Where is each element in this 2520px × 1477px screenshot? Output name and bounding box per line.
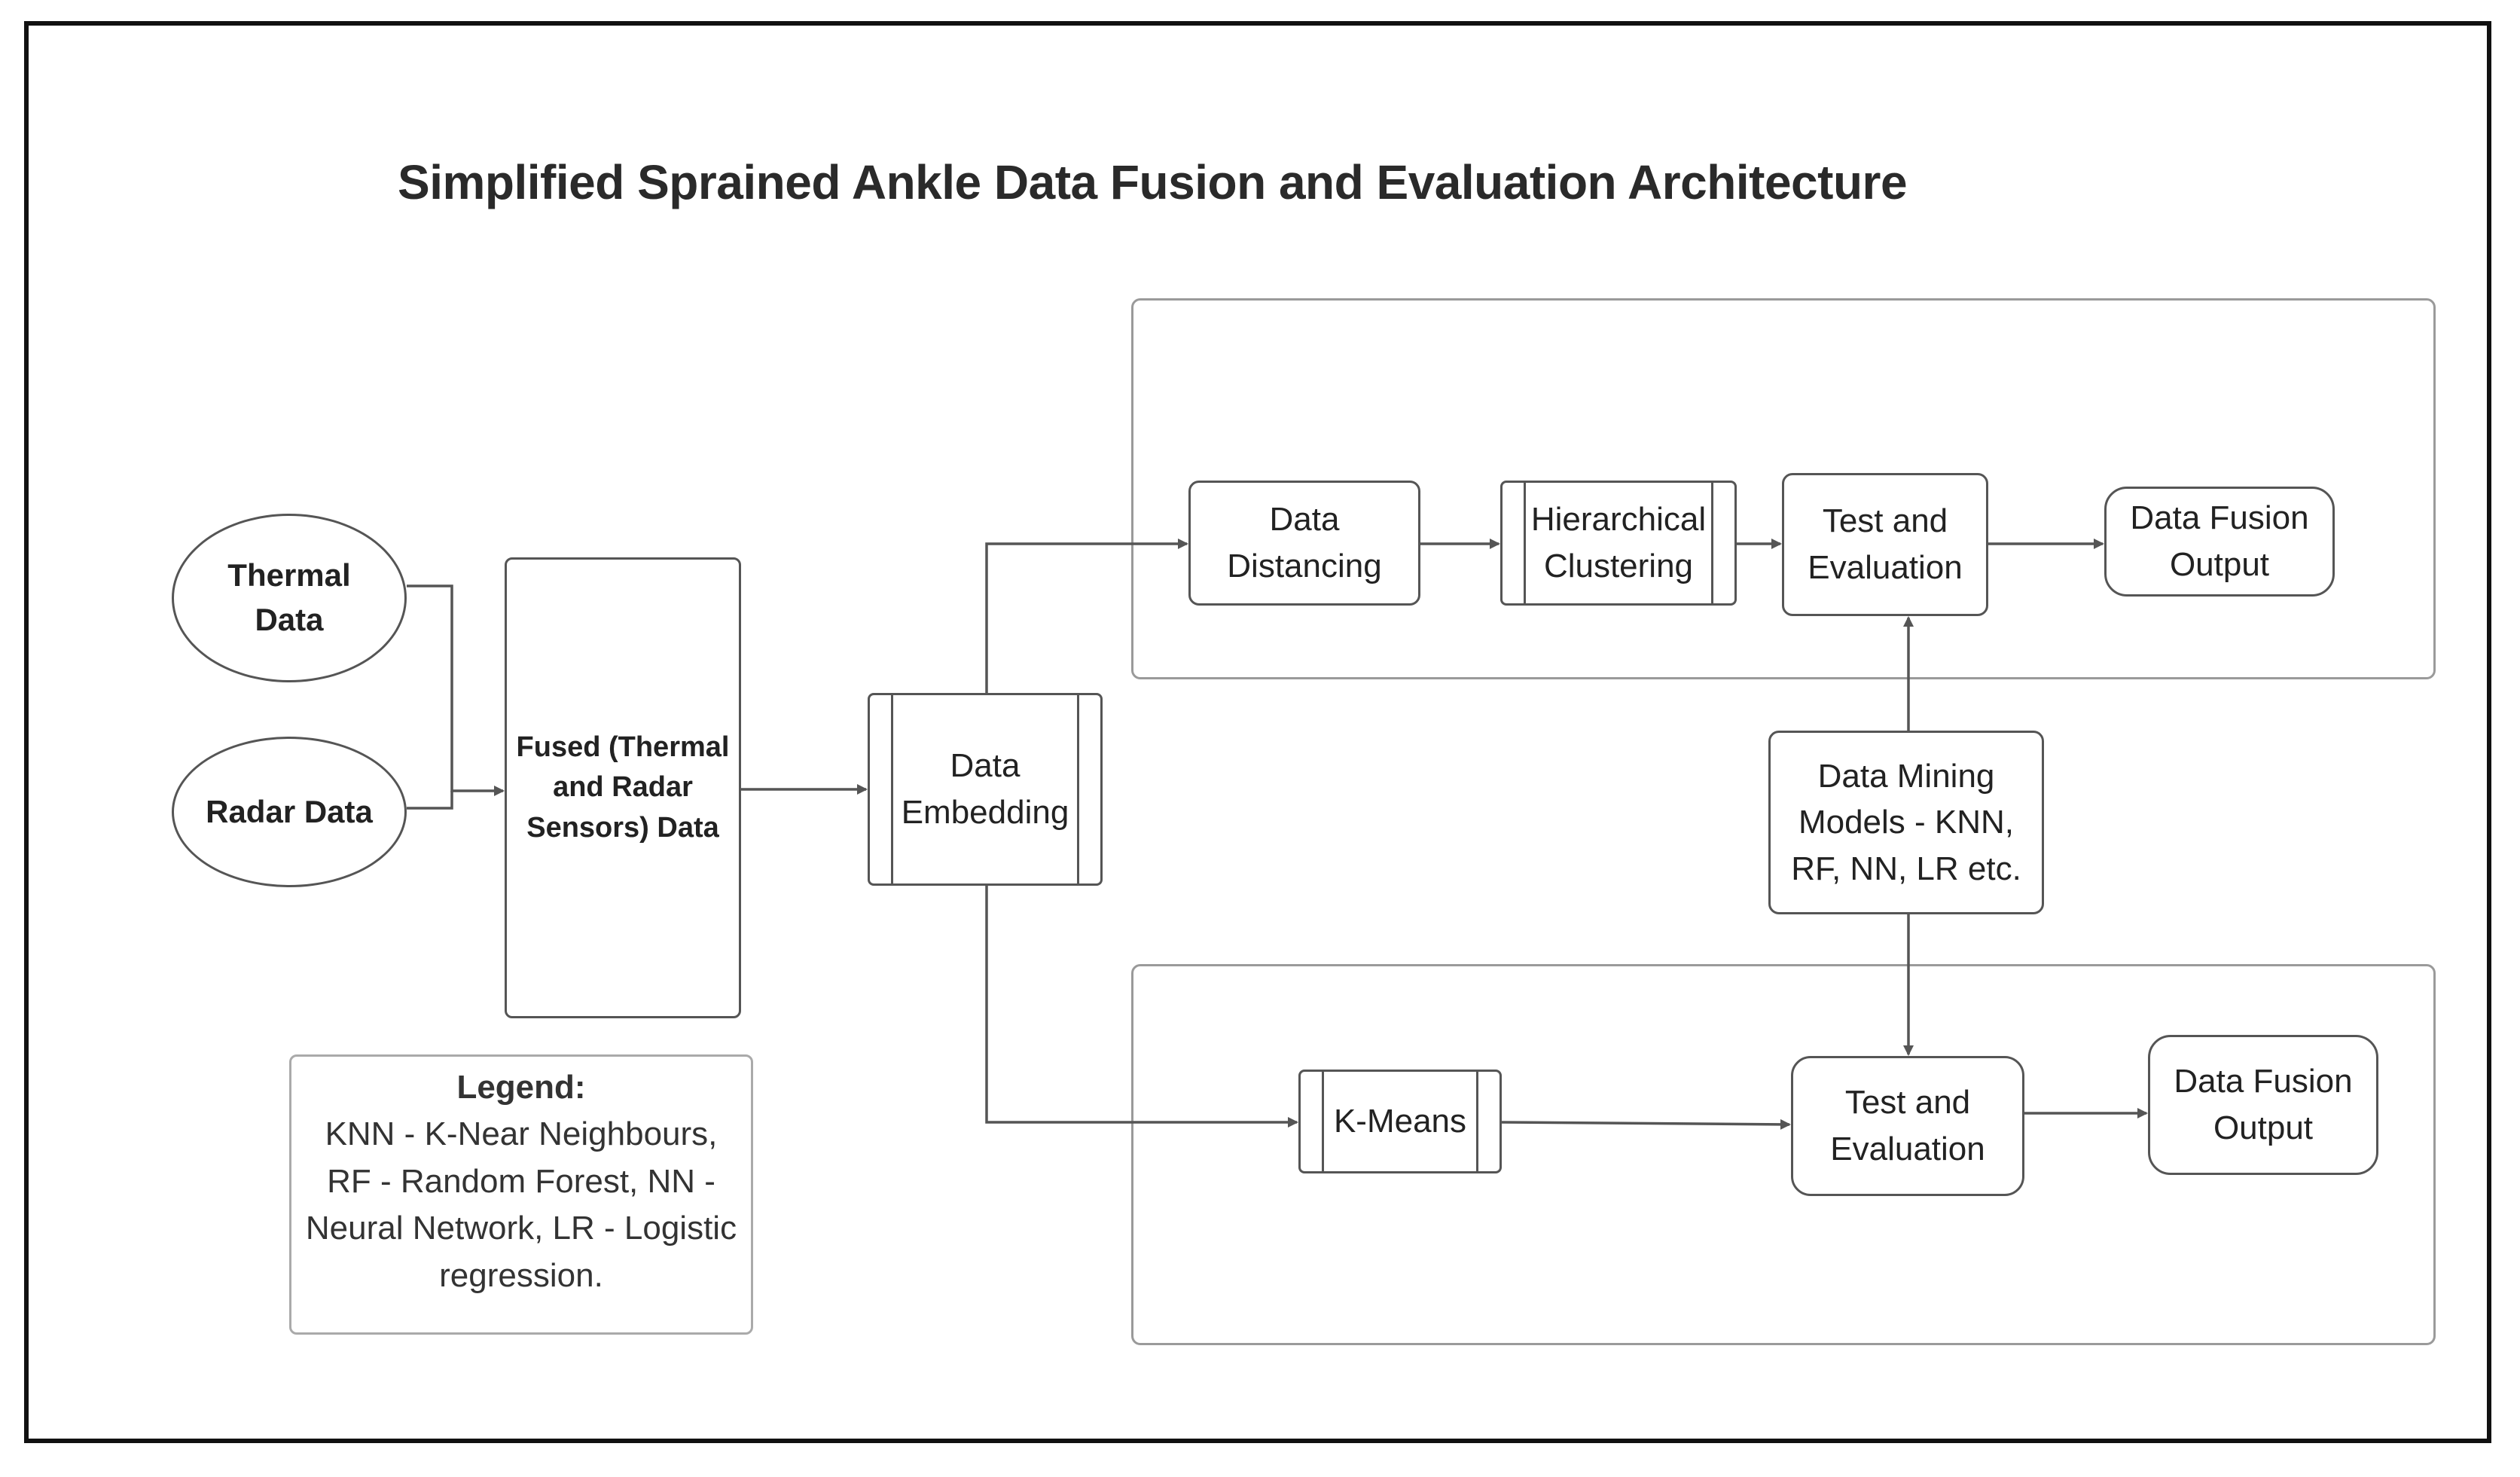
data-fusion-output-bottom-node: Data Fusion Output [2148,1035,2378,1175]
test-evaluation-top-label: Test and Evaluation [1808,502,1963,586]
data-mining-models-node: Data Mining Models - KNN, RF, NN, LR etc… [1768,731,2044,914]
legend-body: KNN - K-Near Neighbours, RF - Random For… [305,1115,737,1294]
fused-data-label: Fused (Thermal and Radar Sensors) Data [516,731,730,844]
edge-thermal-fused [407,584,505,796]
data-embedding-node: Data Embedding [868,693,1103,886]
edge-embedding-distancing [985,539,1188,694]
radar-data-label: Radar Data [206,793,373,829]
test-evaluation-bottom-node: Test and Evaluation [1791,1056,2024,1196]
data-distancing-node: Data Distancing [1188,481,1420,606]
test-evaluation-bottom-label: Test and Evaluation [1830,1084,1985,1167]
radar-data-node: Radar Data [172,737,407,887]
thermal-data-node: Thermal Data [172,514,407,682]
fused-data-node: Fused (Thermal and Radar Sensors) Data [505,557,741,1018]
edge-embedding-kmeans [985,886,1298,1128]
thermal-data-label: Thermal Data [227,557,351,637]
hierarchical-clustering-label: Hierarchical Clustering [1530,501,1707,584]
edge-radar-fused [407,791,453,810]
data-distancing-label: Data Distancing [1227,501,1382,584]
test-evaluation-top-node: Test and Evaluation [1782,473,1988,616]
outer-frame [24,21,2491,1443]
k-means-label: K-Means [1333,1103,1467,1140]
data-fusion-output-top-node: Data Fusion Output [2104,487,2335,597]
k-means-node: K-Means [1298,1070,1502,1173]
diagram-title: Simplified Sprained Ankle Data Fusion an… [398,155,1908,209]
data-mining-models-label: Data Mining Models - KNN, RF, NN, LR etc… [1791,757,2021,887]
data-embedding-label: Data Embedding [901,747,1069,831]
top-panel [1131,298,2436,679]
edge-kmeans-test-bottom [1501,1118,1791,1130]
data-fusion-output-bottom-label: Data Fusion Output [2174,1063,2353,1146]
legend-heading: Legend: [456,1069,586,1106]
data-fusion-output-top-label: Data Fusion Output [2130,499,2309,583]
legend-box: Legend: KNN - K-Near Neighbours, RF - Ra… [289,1054,753,1335]
hierarchical-clustering-node: Hierarchical Clustering [1500,481,1737,606]
bottom-panel [1131,964,2436,1345]
